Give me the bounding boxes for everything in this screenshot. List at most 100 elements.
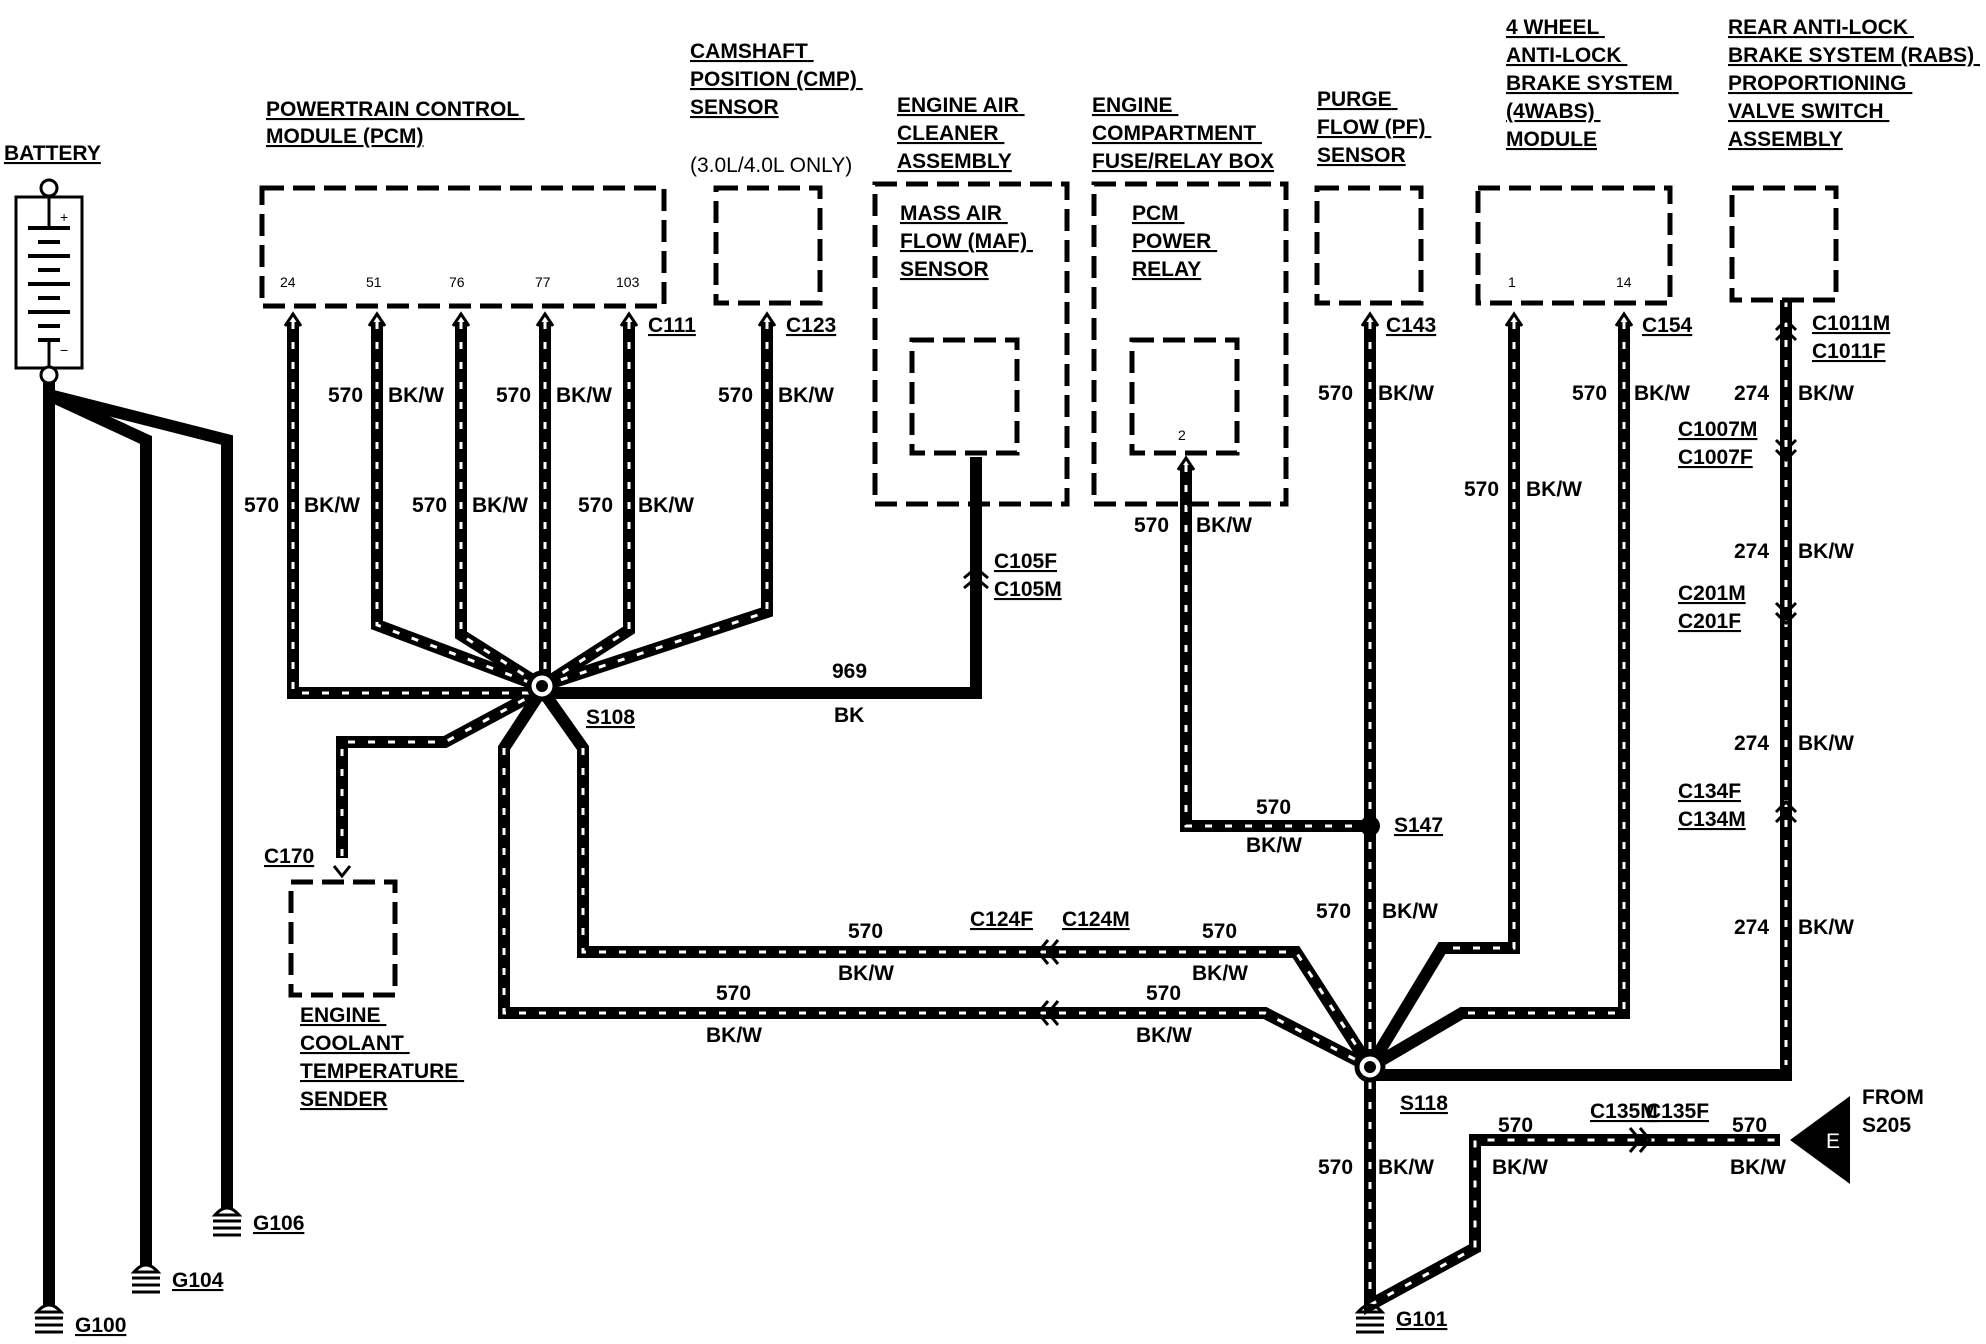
splice-label-s108: S108 [586,706,635,729]
circuit-274-rabs-4: 274 [1734,916,1769,939]
ground-icon-g100 [33,1303,65,1334]
circuit-570-c124-upper-left: 570 [848,920,883,943]
circuit-274-rabs-3: 274 [1734,732,1769,755]
pcm-relay-title: PCM POWER RELAY [1132,202,1217,281]
color-bkw-4wabs-1: BK/W [1526,478,1582,501]
svg-text:+: + [60,209,68,225]
color-bkw-pin76: BK/W [472,494,528,517]
color-bkw-rabs-4: BK/W [1798,916,1854,939]
rabs-switch-box [1729,185,1839,303]
ground-icon-g106 [211,1206,243,1237]
circuit-274-rabs-1: 274 [1734,382,1769,405]
svg-text:51: 51 [366,274,382,290]
connector-c170: C170 [264,845,314,868]
connector-c1011m: C1011M [1812,312,1890,335]
pcm-title: POWERTRAIN CONTROL MODULE (PCM) [266,98,525,148]
pf-sensor-title: PURGE FLOW (PF) SENSOR [1317,88,1431,167]
4wabs-pin-14-label: 14 [1616,274,1632,290]
color-bkw-c124-lower-left: BK/W [706,1024,762,1047]
circuit-570-c124-lower-left: 570 [716,982,751,1005]
color-bkw-c124-lower-right: BK/W [1136,1024,1192,1047]
connector-c124f: C124F [970,908,1033,931]
circuit-570-pin51: 570 [328,384,363,407]
ground-label-g101: G101 [1396,1308,1448,1331]
color-bkw-s147: BK/W [1246,834,1302,857]
circuit-570-pin103: 570 [578,494,613,517]
air-cleaner-title: ENGINE AIR CLEANER ASSEMBLY [897,94,1025,173]
color-bkw-c135: BK/W [1492,1156,1548,1179]
wire-4wabs-pin1 [1364,322,1520,1071]
connector-c1007f: C1007F [1678,446,1753,469]
cmp-engine-note: (3.0L/4.0L ONLY) [690,154,852,177]
4wabs-pin-1-label: 1 [1508,274,1516,290]
svg-text:103: 103 [616,274,640,290]
connector-c1007m: C1007M [1678,418,1757,441]
connector-c201m: C201M [1678,582,1746,605]
color-bkw-pf-lower: BK/W [1382,900,1438,923]
color-bkw-pin103: BK/W [638,494,694,517]
svg-text:−: − [60,342,68,358]
connector-c201f: C201F [1678,610,1741,633]
connector-c134m: C134M [1678,808,1746,831]
connector-c124m: C124M [1062,908,1130,931]
4wabs-title: 4 WHEEL ANTI-LOCK BRAKE SYSTEM (4WABS) M… [1506,16,1679,151]
circuit-570-pin77: 570 [496,384,531,407]
wire-4wabs-pin14 [1366,322,1630,1073]
connector-c123: C123 [786,314,836,337]
splice-s147 [1360,816,1380,836]
ect-title: ENGINE COOLANT TEMPERATURE SENDER [300,1004,464,1111]
color-bkw-g101: BK/W [1378,1156,1434,1179]
maf-sensor-box [909,337,1020,456]
circuit-570-pin76: 570 [412,494,447,517]
color-bkw-from-e: BK/W [1730,1156,1786,1179]
svg-text:24: 24 [280,274,296,290]
color-bkw-rabs-1: BK/W [1798,382,1854,405]
cmp-sensor-box [713,185,823,306]
connector-c135m: C135M [1590,1100,1658,1123]
connector-c134f: C134F [1678,780,1741,803]
circuit-570-g101: 570 [1318,1156,1353,1179]
stripe-group [291,300,1788,1307]
pcm-pin-labels: 24 51 76 77 103 [280,274,640,290]
cmp-title: CAMSHAFT POSITION (CMP) SENSOR [690,40,863,119]
maf-title: MASS AIR FLOW (MAF) SENSOR [900,202,1033,281]
color-bkw-relay: BK/W [1196,514,1252,537]
pcm-power-relay-box [1129,337,1240,456]
ground-label-g106: G106 [253,1212,304,1235]
fuse-relay-box [1091,181,1289,507]
circuit-570-4wabs-14: 570 [1572,382,1607,405]
wire-rabs-274 [1370,300,1792,1081]
splice-s118 [1354,1051,1386,1083]
color-bkw-c124-upper-right: BK/W [1192,962,1248,985]
pcm-relay-pin-label: 2 [1178,427,1186,443]
ect-sender-box [288,879,398,998]
fuse-box-title: ENGINE COMPARTMENT FUSE/RELAY BOX [1092,94,1274,173]
connector-c111: C111 [648,314,696,337]
air-cleaner-box [872,181,1070,507]
ground-label-g100: G100 [75,1314,126,1337]
color-bkw-pin51: BK/W [388,384,444,407]
battery-ground-wire-g104 [46,389,152,1265]
rabs-title: REAR ANTI-LOCK BRAKE SYSTEM (RABS) PROPO… [1728,16,1980,151]
splice-label-s147: S147 [1394,814,1443,837]
color-bkw-pf: BK/W [1378,382,1434,405]
circuit-570-from-e: 570 [1732,1114,1767,1137]
ground-icon-g104 [130,1263,162,1294]
wire-ect [336,684,545,858]
battery-symbol: + − [14,178,84,385]
color-bkw-4wabs-14: BK/W [1634,382,1690,405]
connector-c143: C143 [1386,314,1436,337]
color-bkw-rabs-3: BK/W [1798,732,1854,755]
circuit-274-rabs-2: 274 [1734,540,1769,563]
splice-label-s118: S118 [1400,1092,1448,1115]
color-bkw-rabs-2: BK/W [1798,540,1854,563]
connector-markers [283,311,1798,1153]
connector-c1011f: C1011F [1812,340,1886,363]
pcm-box [259,185,667,309]
connector-c105m: C105M [994,578,1062,601]
ground-icon-g101 [1354,1303,1386,1334]
circuit-570-pin24: 570 [244,494,279,517]
4wabs-module-box [1475,185,1673,306]
from-s205-label: FROM S205 [1862,1086,1930,1137]
